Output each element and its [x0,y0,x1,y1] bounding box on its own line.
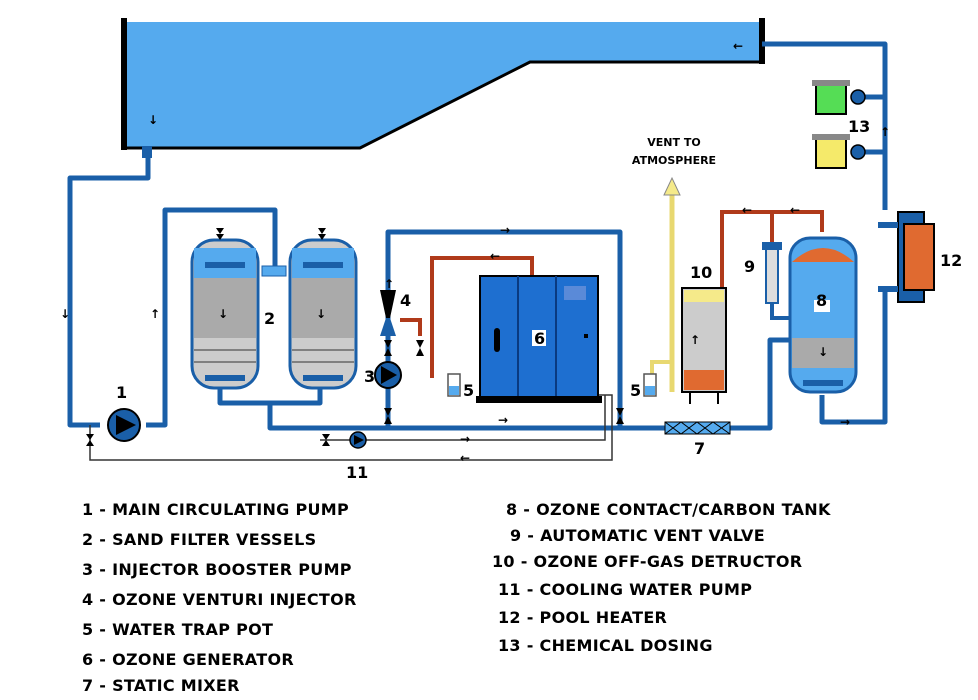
ozone-generator [476,275,602,403]
flow-arrows: ↓ ↓ ↑ ↓ ↓ ↑ ↓ ↑ ↑ ← ← → → → ← ← → ← [60,39,890,465]
injector-booster-pump [374,361,402,389]
legend-item-8: 8 - OZONE CONTACT/CARBON TANK [506,500,831,519]
svg-text:↓: ↓ [148,113,158,127]
svg-text:↑: ↑ [690,333,700,347]
legend-item-2: 2 - SAND FILTER VESSELS [82,530,317,549]
ozone-pipes [400,210,824,390]
water-trap-pot-left [447,373,461,397]
label-11: 11 [346,463,368,482]
ozone-contact-carbon-tank [788,236,858,394]
legend-item-7: 7 - STATIC MIXER [82,676,240,695]
component-numbers: 1 2 3 4 5 5 6 7 8 9 10 11 12 13 [116,117,962,482]
svg-text:←: ← [742,203,752,217]
svg-text:→: → [840,415,850,429]
cooling-water-pump [349,431,367,449]
svg-text:↓: ↓ [818,345,828,359]
legend-item-12: 12 - POOL HEATER [498,608,668,627]
label-2: 2 [264,309,275,328]
label-4: 4 [400,291,411,310]
svg-text:←: ← [790,203,800,217]
vent-label-line-2: ATMOSPHERE [632,154,716,167]
legend-item-11: 11 - COOLING WATER PUMP [498,580,753,599]
label-5-right: 5 [630,381,641,400]
svg-text:↓: ↓ [218,307,228,321]
label-10: 10 [690,263,712,282]
label-12: 12 [940,251,962,270]
svg-text:→: → [498,413,508,427]
sand-filter-vessel-right [288,238,358,390]
label-6: 6 [534,329,545,348]
svg-text:↑: ↑ [384,277,394,291]
label-8: 8 [816,291,827,310]
legend-item-3: 3 - INJECTOR BOOSTER PUMP [82,560,352,579]
label-7: 7 [694,439,705,458]
svg-text:←: ← [490,249,500,263]
static-mixer [664,421,731,435]
filter-manifold [261,265,287,277]
svg-text:→: → [500,223,510,237]
legend-item-13: 13 - CHEMICAL DOSING [498,636,713,655]
chemical-dosing-tank-green [812,80,866,115]
legend-item-9: 9 - AUTOMATIC VENT VALVE [510,526,765,545]
label-13: 13 [848,117,870,136]
main-circulating-pump [107,408,141,442]
legend-item-5: 5 - WATER TRAP POT [82,620,274,639]
label-9: 9 [744,257,755,276]
svg-text:←: ← [733,39,743,53]
svg-text:→: → [460,432,470,446]
svg-text:↑: ↑ [150,307,160,321]
valves [86,228,624,446]
ozone-off-gas-destructor [681,287,727,404]
label-3: 3 [364,367,375,386]
ozone-venturi-injector [380,290,396,336]
legend-item-10: 10 - OZONE OFF-GAS DETRUCTOR [492,552,803,571]
cooling-pipes [89,394,613,461]
pool-heater [878,211,935,303]
legend-item-6: 6 - OZONE GENERATOR [82,650,294,669]
vent-label-line-1: VENT TO [647,136,700,149]
svg-text:↓: ↓ [316,307,326,321]
chemical-dosing-tank-yellow [812,134,866,169]
svg-text:↓: ↓ [60,307,70,321]
vent-line [650,176,681,392]
label-5-left: 5 [463,381,474,400]
label-1: 1 [116,383,127,402]
automatic-vent-valve [762,242,790,320]
svg-text:←: ← [460,451,470,465]
legend-item-4: 4 - OZONE VENTURI INJECTOR [82,590,357,609]
water-trap-pot-right [643,373,657,397]
svg-text:↑: ↑ [880,125,890,139]
legend-item-1: 1 - MAIN CIRCULATING PUMP [82,500,350,519]
sand-filter-vessel-left [190,238,260,390]
